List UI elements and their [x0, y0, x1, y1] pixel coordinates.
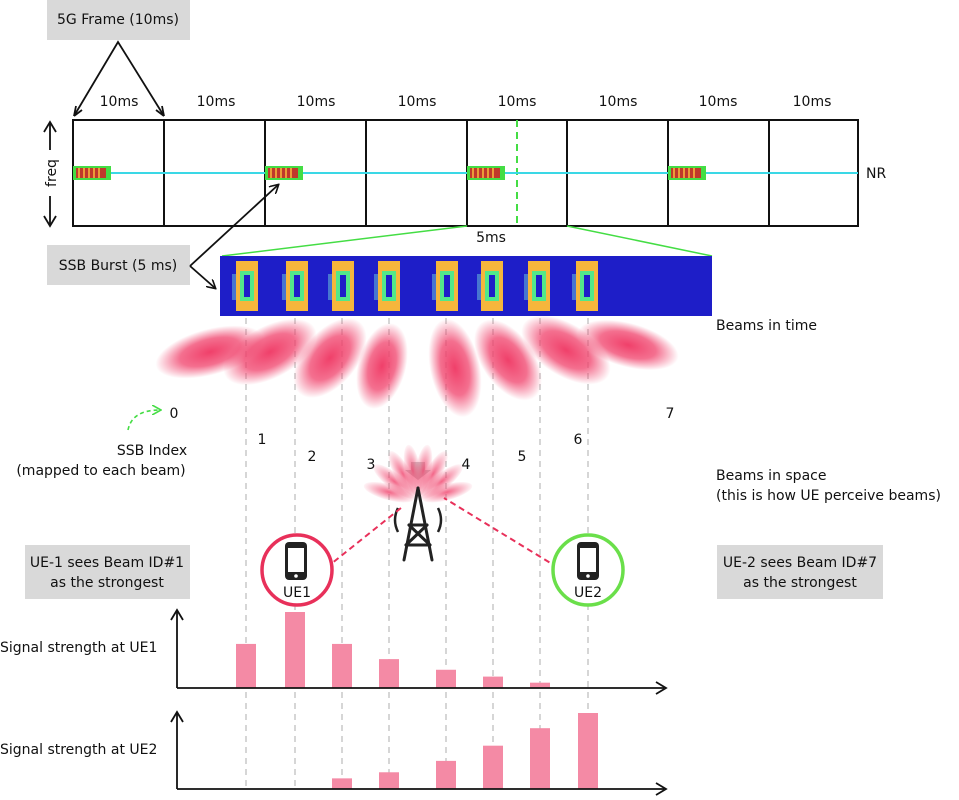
ssb-block: [524, 261, 550, 311]
ssb-block: [477, 261, 503, 311]
ssb-block: [232, 261, 258, 311]
frame-grid: [72, 119, 859, 227]
zoom-lines: [221, 225, 713, 257]
signal-chart-ue1: Signal strength at UE1: [0, 608, 668, 695]
signal-bar: [332, 778, 352, 789]
tower-beam-7: [421, 481, 473, 503]
signal-bar: [530, 682, 550, 688]
tower-beam-0: [363, 481, 415, 503]
ssb-burst-label: SSB Burst (5 ms): [59, 258, 178, 274]
ssb-burst-markers: [73, 166, 706, 180]
duration-label: 10ms: [297, 94, 336, 110]
beams-in-space-line2: (this is how UE perceive beams): [716, 488, 941, 504]
ssb-block: [328, 261, 354, 311]
ue1-callout: UE-1 sees Beam ID#1 as the strongest: [25, 545, 190, 599]
beam-lobe-6: [521, 315, 611, 385]
ssb-burst-callout: SSB Burst (5 ms): [47, 185, 278, 288]
ue2-callout-line2: as the strongest: [743, 575, 857, 591]
ssb-block: [572, 261, 598, 311]
signal-ue2-label: Signal strength at UE2: [0, 742, 157, 758]
beam-index-1: 1: [258, 432, 267, 448]
beam-index-0: 0: [170, 406, 179, 422]
beam-index-labels: 0 1 2 3 4 5 6 7: [170, 406, 675, 473]
signal-bar: [379, 659, 399, 688]
signal-bar: [483, 676, 503, 688]
beam-index-4: 4: [462, 457, 471, 473]
beam-index-6: 6: [574, 432, 583, 448]
frame-callout: 5G Frame (10ms): [47, 0, 190, 117]
signal-bar: [578, 713, 598, 789]
ssb-burst-bar: [220, 256, 712, 316]
ue2-callout: UE-2 sees Beam ID#7 as the strongest: [717, 545, 883, 599]
base-station-tower: [325, 444, 576, 579]
ue1-callout-line2: as the strongest: [50, 575, 164, 591]
ssb-block: [282, 261, 308, 311]
ssb-index-annotation: SSB Index (mapped to each beam): [16, 410, 187, 479]
ue2-label: UE2: [574, 585, 602, 601]
beams-in-space-line1: Beams in space: [716, 468, 826, 484]
ssb-block: [374, 261, 400, 311]
duration-label: 10ms: [599, 94, 638, 110]
duration-label: 10ms: [100, 94, 139, 110]
beam-index-7: 7: [666, 406, 675, 422]
beam-index-3: 3: [367, 457, 376, 473]
signal-bar: [332, 643, 352, 688]
duration-label: 10ms: [793, 94, 832, 110]
signal-bar: [285, 612, 305, 688]
ue1-device: UE1: [260, 533, 334, 607]
duration-label: 10ms: [498, 94, 537, 110]
nr-label: NR: [866, 166, 886, 182]
signal-bar: [483, 745, 503, 789]
duration-label: 10ms: [398, 94, 437, 110]
duration-label: 10ms: [699, 94, 738, 110]
signal-bar: [379, 772, 399, 789]
beam-index-2: 2: [308, 449, 317, 465]
ue1-callout-line1: UE-1 sees Beam ID#1: [30, 555, 184, 571]
beam-index-5: 5: [518, 449, 527, 465]
signal-chart-ue2: Signal strength at UE2: [0, 710, 668, 796]
beams-in-time-label: Beams in time: [716, 318, 817, 334]
signal-bar: [436, 760, 456, 789]
ssb-block: [432, 261, 458, 311]
tower-beam-5: [418, 451, 448, 497]
ssb-index-line1: SSB Index: [117, 443, 187, 459]
frame-durations: 10ms 10ms 10ms 10ms 10ms 10ms 10ms 10ms: [100, 94, 832, 110]
signal-bar: [436, 669, 456, 688]
beam-lobe-3: [356, 323, 408, 409]
beam-lobe-4: [428, 318, 482, 418]
beam-lobe-7: [577, 319, 679, 371]
signal-ue1-label: Signal strength at UE1: [0, 640, 157, 656]
beam-lobes: [155, 315, 679, 418]
ssb-index-line2: (mapped to each beam): [16, 463, 185, 479]
frame-box-label: 5G Frame (10ms): [57, 12, 179, 28]
ue2-device: UE2: [551, 533, 625, 607]
signal-bar: [236, 643, 256, 688]
freq-axis: freq: [40, 120, 60, 228]
freq-label: freq: [44, 159, 60, 187]
half-frame-label: 5ms: [476, 230, 506, 246]
ue2-callout-line1: UE-2 sees Beam ID#7: [723, 555, 877, 571]
beam-lobe-1: [223, 318, 317, 386]
ue1-label: UE1: [283, 585, 311, 601]
signal-bar: [530, 728, 550, 789]
beam-lobe-2: [293, 318, 367, 398]
duration-label: 10ms: [197, 94, 236, 110]
